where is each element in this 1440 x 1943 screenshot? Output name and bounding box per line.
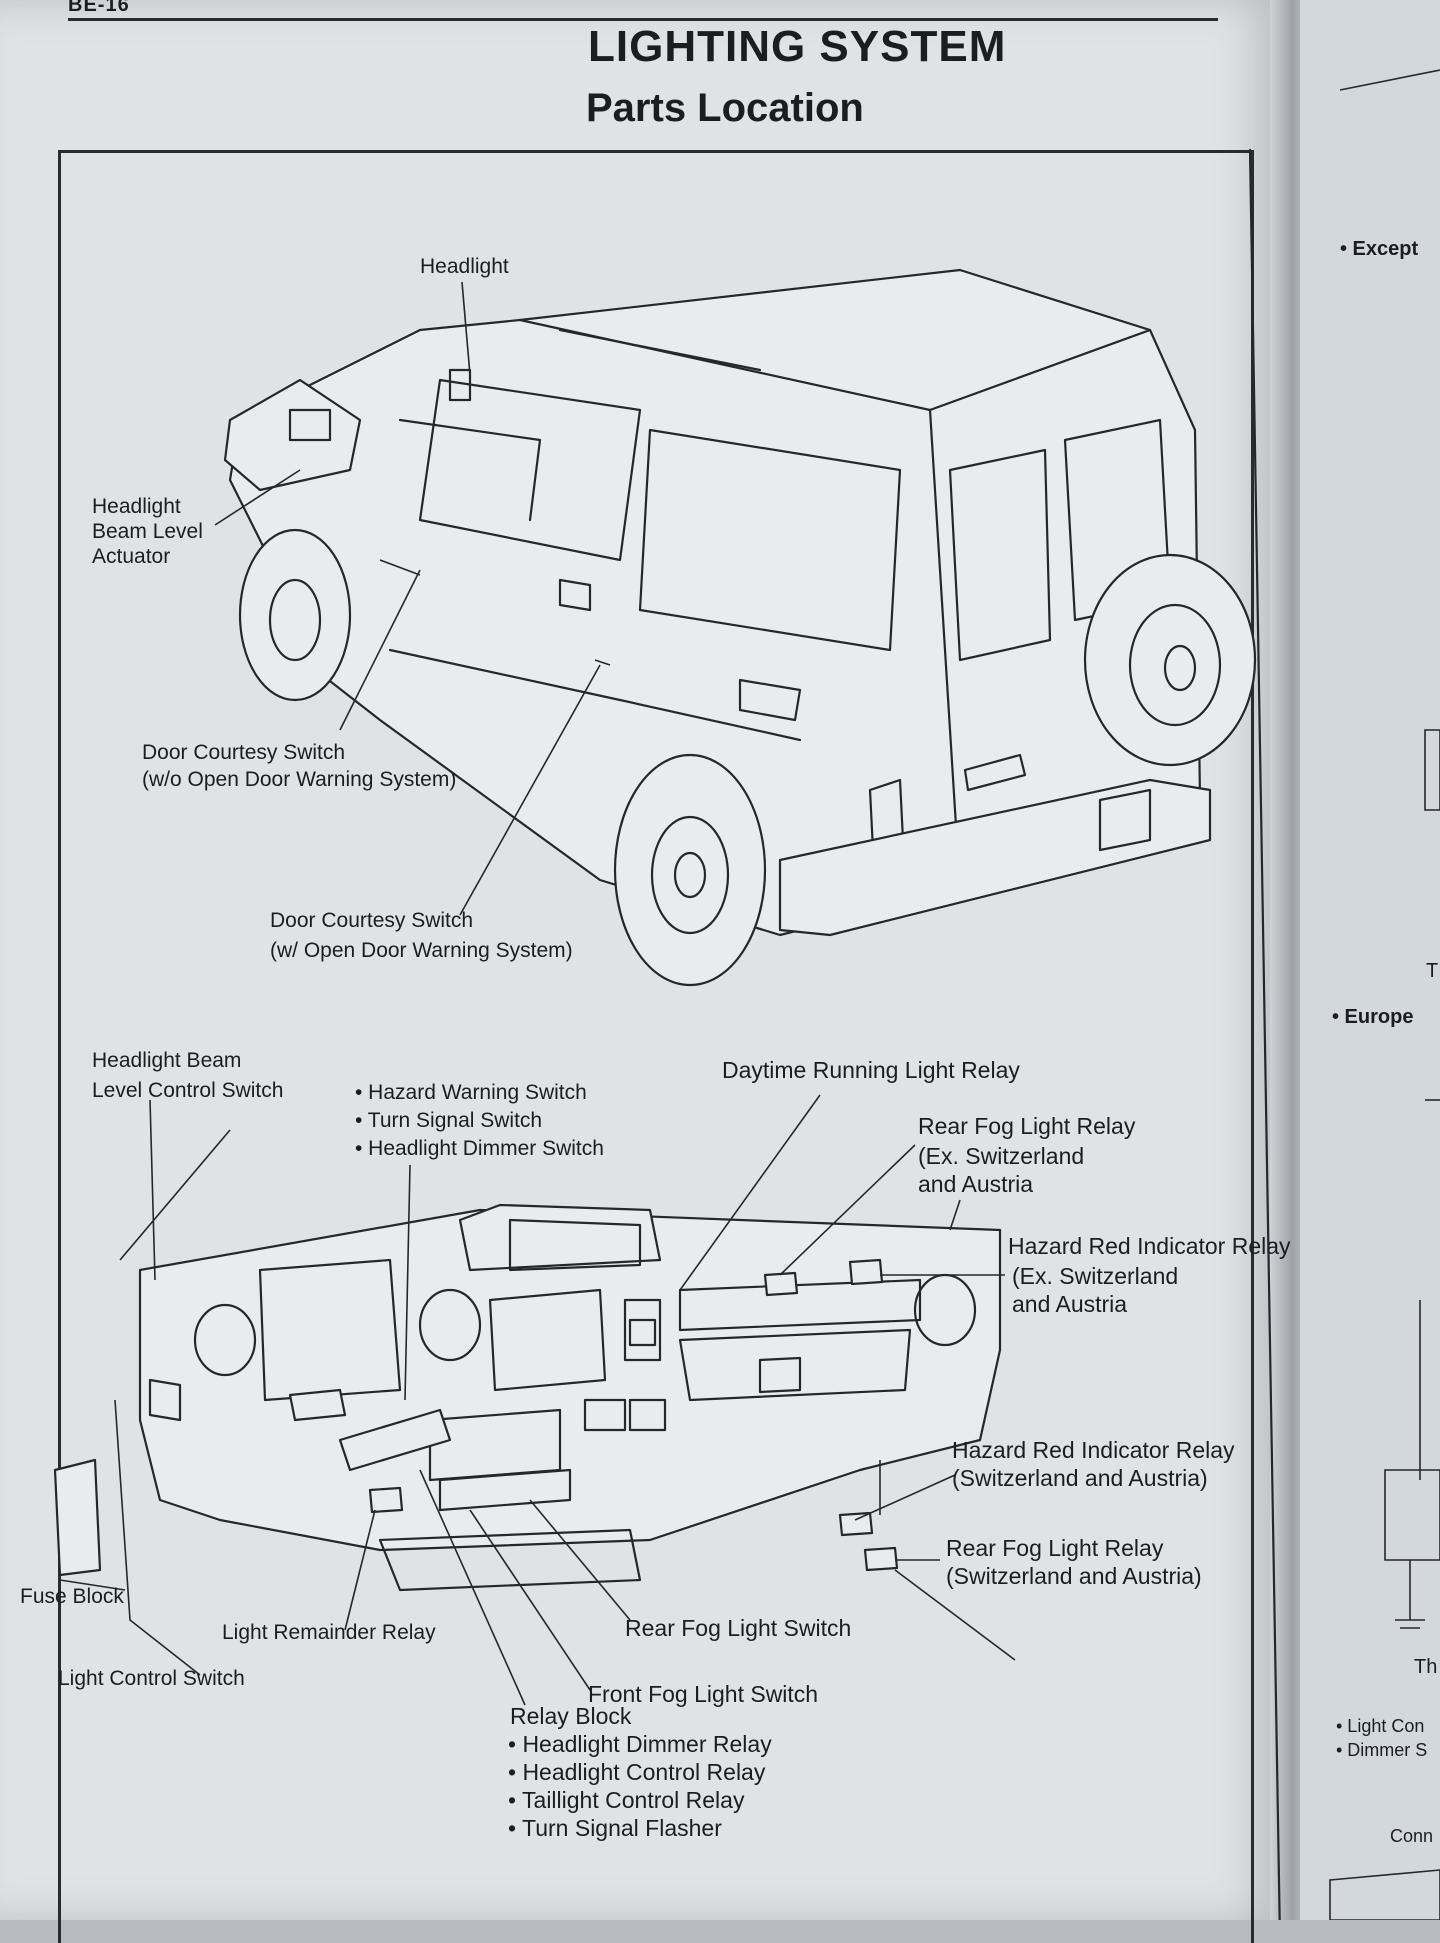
label-hazard-relay-ex-1: Hazard Red Indicator Relay — [1008, 1233, 1291, 1259]
label-door-courtesy-wo-1: Door Courtesy Switch — [142, 741, 346, 764]
label-light-remainder-relay: Light Remainder Relay — [222, 1621, 436, 1644]
label-taillight-control-relay: • Taillight Control Relay — [508, 1787, 745, 1813]
header-rule — [68, 18, 1218, 21]
label-hazard-relay-ex-2: (Ex. Switzerland — [1012, 1263, 1179, 1289]
next-page-europe: • Europe — [1332, 1006, 1414, 1028]
figure-frame — [58, 150, 1254, 1943]
label-door-courtesy-w-1: Door Courtesy Switch — [270, 909, 474, 932]
next-page-light-con: • Light Con — [1336, 1716, 1425, 1736]
label-headlight-dimmer-switch: • Headlight Dimmer Switch — [355, 1137, 604, 1160]
label-hazard-relay-sw-2: (Switzerland and Austria) — [952, 1465, 1208, 1491]
label-headlight: Headlight — [420, 255, 509, 278]
label-door-courtesy-wo-2: (w/o Open Door Warning System) — [142, 768, 457, 791]
label-front-fog-switch: Front Fog Light Switch — [588, 1681, 819, 1707]
label-headlight-control-relay: • Headlight Control Relay — [508, 1759, 766, 1785]
page-number: BE-16 — [68, 0, 130, 16]
label-beam-level-actuator-3: Actuator — [92, 545, 171, 568]
label-rear-fog-relay-ex-2: (Ex. Switzerland — [918, 1143, 1085, 1169]
next-page-except: • Except — [1340, 238, 1419, 260]
label-hazard-relay-ex-3: and Austria — [1012, 1291, 1128, 1317]
label-door-courtesy-w-2: (w/ Open Door Warning System) — [270, 939, 573, 962]
label-headlight-dimmer-relay: • Headlight Dimmer Relay — [508, 1731, 772, 1757]
facing-page — [1300, 0, 1440, 1920]
label-hazard-relay-sw-1: Hazard Red Indicator Relay — [952, 1437, 1235, 1463]
label-drl-relay: Daytime Running Light Relay — [722, 1057, 1020, 1083]
label-rear-fog-relay-ex-1: Rear Fog Light Relay — [918, 1113, 1136, 1139]
label-hazard-warning-switch: • Hazard Warning Switch — [355, 1081, 587, 1104]
next-page-dimmer-s: • Dimmer S — [1336, 1740, 1428, 1760]
next-page-t: T — [1426, 960, 1439, 982]
page-title: LIGHTING SYSTEM — [588, 22, 1007, 71]
page-subtitle: Parts Location — [586, 86, 864, 130]
label-rear-fog-relay-sw-2: (Switzerland and Austria) — [946, 1563, 1202, 1589]
label-beam-level-actuator-2: Beam Level — [92, 520, 203, 543]
next-page-conn: Conn — [1390, 1826, 1434, 1846]
label-rear-fog-relay-sw-1: Rear Fog Light Relay — [946, 1535, 1164, 1561]
label-beam-level-actuator-1: Headlight — [92, 495, 181, 518]
label-beam-level-control-1: Headlight Beam — [92, 1049, 242, 1072]
next-page-th: Th — [1414, 1656, 1438, 1678]
label-turn-signal-flasher: • Turn Signal Flasher — [508, 1815, 722, 1841]
label-rear-fog-switch: Rear Fog Light Switch — [625, 1615, 852, 1641]
label-rear-fog-relay-ex-3: and Austria — [918, 1171, 1034, 1197]
label-fuse-block: Fuse Block — [20, 1585, 124, 1608]
label-relay-block: Relay Block — [510, 1703, 632, 1729]
label-light-control-switch: Light Control Switch — [58, 1667, 245, 1690]
label-turn-signal-switch: • Turn Signal Switch — [355, 1109, 543, 1132]
label-beam-level-control-2: Level Control Switch — [92, 1079, 284, 1102]
